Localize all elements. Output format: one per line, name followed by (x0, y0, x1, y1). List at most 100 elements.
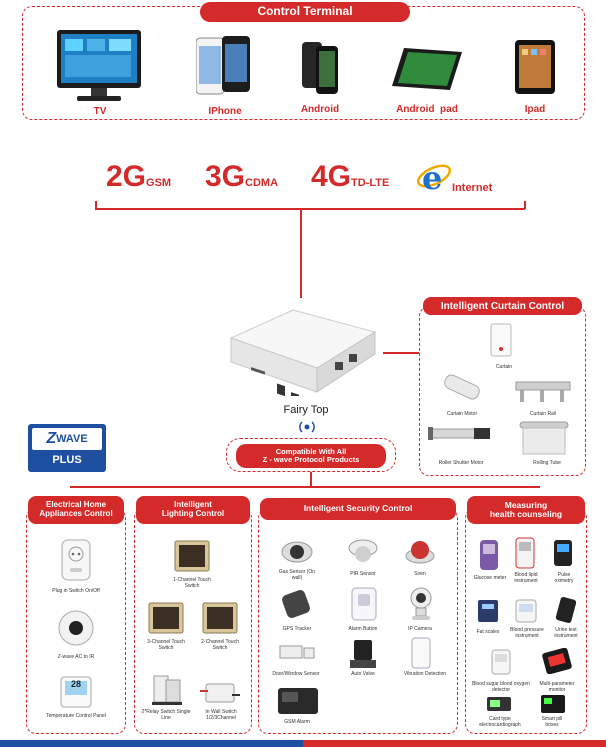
fairy-top-hub-image (223, 296, 383, 405)
network-3g: 3GCDMA (205, 160, 279, 193)
compat-line2: Z - wave Protocol Products (262, 455, 360, 464)
network-bracket-right (524, 201, 526, 209)
multi-parameter-monitor-image (542, 647, 572, 675)
plug-switch-image (58, 538, 94, 582)
urine-test-image (554, 596, 578, 624)
electrical-title-line1: Electrical Home (45, 500, 107, 510)
iphone-image (195, 36, 252, 98)
curtain-rail-image (514, 376, 572, 406)
zwave-logo-top: Z WAVE (32, 428, 102, 450)
gsm-alarm-label: GSM Alarm (284, 719, 310, 725)
blood-pressure-label: Blood pressure instrument (510, 627, 544, 639)
android-pad-image (390, 46, 464, 92)
android-pad-label: Android pad (396, 104, 458, 115)
curtain-rail-label: Curtain Rail (529, 411, 557, 417)
auto-valve-label: Auto Valve (351, 671, 375, 677)
door-window-sensor-label: Door/Window Sensor (272, 671, 320, 677)
zwave-logo-z: Z (46, 430, 57, 447)
internet-explorer-icon: e (416, 158, 452, 197)
curtain-label: Curtain (495, 364, 513, 370)
gps-tracker-label: GPS Tracker (282, 626, 312, 632)
curtain-image (490, 323, 512, 357)
roller-shutter-motor-image (428, 424, 492, 442)
health-title: Measuring health counseling (467, 496, 585, 524)
temperature-panel-image (60, 676, 92, 708)
alarm-button-image (350, 586, 378, 622)
gsm-alarm-image (276, 686, 320, 716)
ac-to-ir-image (56, 608, 96, 648)
relay-switch-image (150, 674, 184, 706)
gps-tracker-image (280, 588, 312, 620)
network-2g: 2GGSM (106, 160, 172, 193)
zwave-logo-plus: PLUS (52, 454, 82, 466)
one-channel-switch-label: 1-Channel Touch Switch (173, 577, 211, 589)
ip-camera-label: IP Camera (408, 626, 432, 632)
smart-pill-box-label: Smart pill boxes (541, 716, 563, 728)
in-wall-switch-image (200, 680, 240, 706)
compat-box (226, 438, 396, 472)
one-channel-switch-image (174, 540, 210, 572)
in-wall-switch-label: In Wall Switch 1/2/3Channel (205, 709, 237, 721)
curtain-title: Intelligent Curtain Control (423, 297, 582, 315)
network-bracket-line (95, 208, 525, 210)
fat-scales-label: Fat scales (476, 629, 500, 635)
health-title-line1: Measuring (504, 499, 548, 510)
roller-shutter-motor-label: Roller Shutter Motor (438, 460, 484, 466)
blood-sugar-oxygen-label: Blood sugar blood oxygen detector (472, 681, 530, 693)
rolling-tube-label: Rolling Tube (533, 460, 561, 466)
bottom-bar (0, 740, 606, 747)
gas-sensor-image (280, 540, 314, 568)
relay-switch-label: 2*Relay Switch Single Line (141, 709, 191, 721)
lighting-title-line2: Lighting Control (161, 509, 225, 518)
ipad-label: Ipad (524, 104, 546, 115)
control-terminal-title: Control Terminal (200, 2, 410, 22)
pir-sensor-image (346, 538, 380, 566)
blood-lipid-image (514, 536, 536, 570)
ac-to-ir-label: Z-wave AC to IR (57, 654, 95, 660)
blood-pressure-image (514, 598, 538, 624)
curtain-motor-label: Curtain Motor (446, 411, 478, 417)
network-bracket-left (95, 201, 97, 209)
hub-curtain-line (383, 352, 419, 354)
zwave-logo: Z WAVE PLUS (28, 424, 106, 472)
glucose-meter-label: Glucose meter (473, 575, 507, 581)
lighting-title-line1: Intelligent (174, 500, 212, 510)
temperature-panel-display: 28 (70, 679, 81, 689)
compat-label: Compatible With All Z - wave Protocol Pr… (236, 444, 386, 468)
three-channel-switch-label: 3-Channel Touch Switch (147, 639, 185, 651)
android-phone-image (298, 40, 340, 96)
vibration-detection-label: Vibration Detection (403, 671, 447, 677)
security-title: Intelligent Security Control (260, 498, 456, 520)
bottom-bracket-line (70, 486, 540, 488)
siren-label: Siren (414, 571, 426, 577)
urine-test-label: Urine test instrument (554, 627, 578, 639)
health-title-line2: health counseling (489, 509, 563, 519)
pir-sensor-label: PIR Sensor (350, 571, 376, 577)
vibration-detection-image (410, 636, 432, 670)
pulse-oximetry-label: Pulse oximetry (554, 572, 574, 584)
android-label: Android (300, 104, 340, 115)
alarm-button-label: Alarm Button (348, 626, 378, 632)
auto-valve-image (348, 638, 378, 670)
svg-text:e: e (422, 159, 442, 194)
tv-label: TV (93, 106, 107, 117)
fat-scales-image (476, 598, 500, 624)
plug-switch-label: Plug in Switch On/Off (52, 588, 100, 594)
hub-name: Fairy Top (283, 404, 329, 416)
electrical-title-line2: Appliances Control (39, 509, 113, 518)
hub-down-line (310, 472, 312, 486)
gas-sensor-label: Gas Sensor (On wall) (278, 569, 316, 581)
compat-line1: Compatible With All (275, 446, 347, 456)
electrical-title: Electrical Home Appliances Control (28, 496, 124, 524)
blood-lipid-label: Blood lipid instrument (514, 572, 538, 584)
temperature-panel-label: Temperature Control Panel (46, 713, 106, 719)
network-hub-line (300, 208, 302, 298)
card-ecg-image (486, 696, 512, 712)
multi-parameter-monitor-label: Multi-parameter monitor (539, 681, 575, 693)
glucose-meter-image (478, 538, 500, 572)
tv-image (55, 30, 143, 104)
two-channel-switch-label: 2-Channel Touch Switch (201, 639, 239, 651)
rolling-tube-image (518, 420, 570, 456)
zwave-logo-wave: WAVE (56, 433, 88, 445)
blood-sugar-oxygen-image (490, 648, 512, 676)
